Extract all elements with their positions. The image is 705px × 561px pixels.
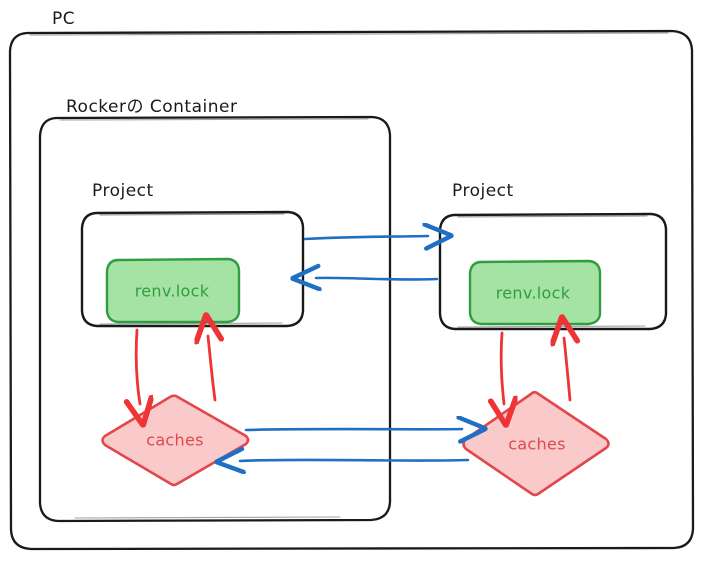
caches-label-left: caches <box>146 430 204 450</box>
rocker-container-label: Rockerの Container <box>66 97 238 117</box>
rocker-container-boundary <box>38 115 392 523</box>
renv-lock-label-left: renv.lock <box>134 281 210 301</box>
arrow-caches-left-to-caches-right <box>244 429 462 430</box>
project-label-right: Project <box>452 181 514 201</box>
pc-label: PC <box>52 9 76 29</box>
arrow-caches-left-to-project-left <box>208 336 215 402</box>
renv-lock-box-left <box>105 257 241 324</box>
caches-label-right: caches <box>508 434 566 454</box>
arrow-project-left-to-right <box>303 236 428 239</box>
arrow-caches-right-to-caches-left <box>240 460 470 461</box>
project-label-left: Project <box>92 181 154 201</box>
arrow-project-left-to-caches-left <box>136 328 140 404</box>
renv-lock-box-right <box>468 259 602 326</box>
renv-lock-label-right: renv.lock <box>495 283 571 303</box>
arrow-caches-right-to-project-right <box>564 338 570 402</box>
arrow-project-right-to-caches-right <box>501 331 504 404</box>
pc-boundary <box>8 29 695 551</box>
arrow-project-right-to-left <box>316 278 439 280</box>
